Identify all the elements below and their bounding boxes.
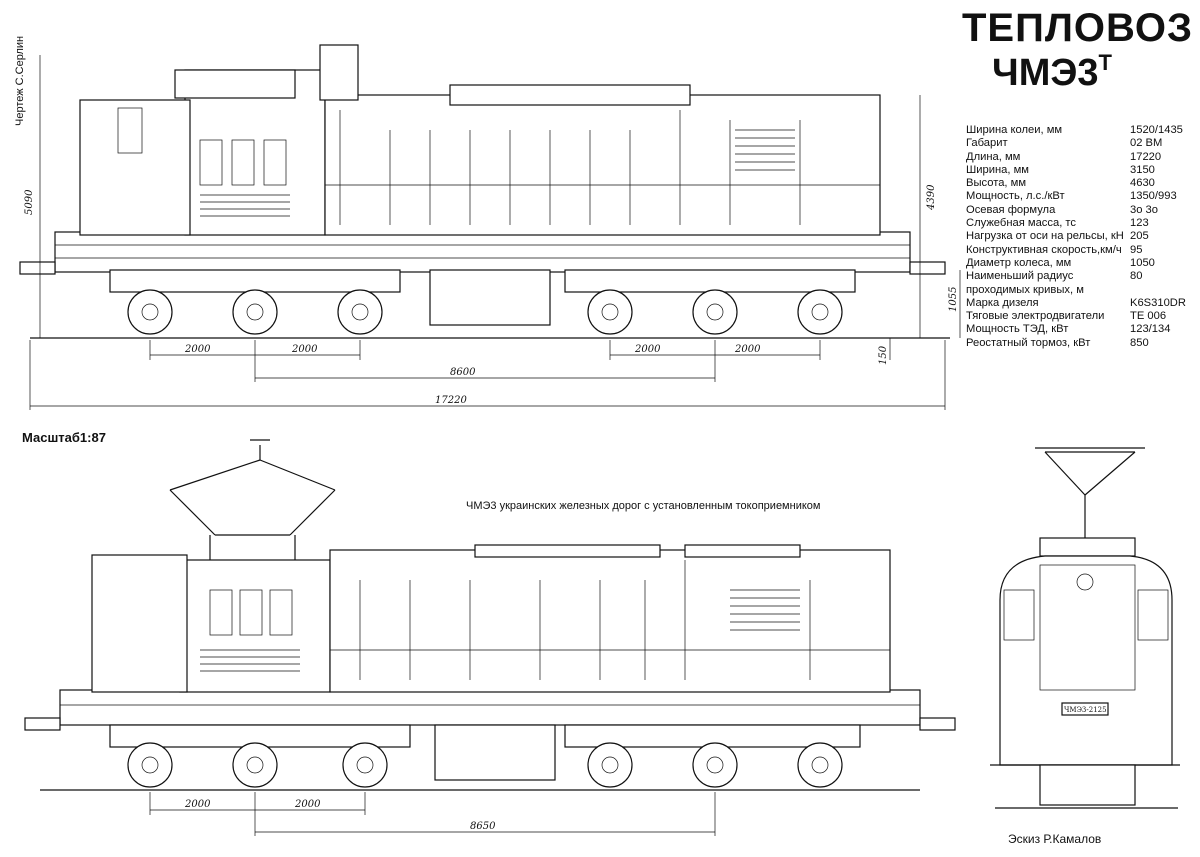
spec-label: Длина, мм: [966, 150, 1021, 163]
top-dim-length: 17220: [435, 395, 467, 406]
spec-row: Марка дизеля K6S310DR: [966, 297, 1196, 310]
spec-label: Нагрузка от оси на рельсы, кН: [966, 230, 1124, 243]
top-dim-3: 2000: [634, 344, 661, 355]
top-dim-base: 8600: [450, 367, 476, 378]
spec-value: 80: [1130, 270, 1143, 283]
bottom-dim-2: 2000: [294, 799, 321, 810]
spec-row: Мощность, л.с./кВт 1350/993: [966, 190, 1196, 203]
spec-label: Наименьший радиус проходимых кривых, м: [966, 270, 1084, 296]
title-model: ЧМЭ3: [992, 52, 1099, 94]
spec-row: Нагрузка от оси на рельсы, кН 205: [966, 230, 1196, 243]
front-plate: ЧМЭ3-2125: [1064, 706, 1107, 714]
spec-value: 1050: [1130, 256, 1155, 269]
spec-value: 4630: [1130, 177, 1155, 190]
spec-value: 123/134: [1130, 323, 1171, 336]
spec-value: 17220: [1130, 150, 1162, 163]
bottom-dim-1: 2000: [184, 799, 211, 810]
spec-value: 3150: [1130, 163, 1155, 176]
spec-row: Ширина колеи, мм 1520/1435: [966, 124, 1196, 137]
spec-row: Длина, мм 17220: [966, 151, 1196, 164]
scale-label: Масштаб1:87: [22, 430, 106, 445]
spec-label: Тяговые электродвигатели: [966, 310, 1105, 323]
spec-label: Реостатный тормоз, кВт: [966, 336, 1091, 349]
spec-row: Диаметр колеса, мм 1050: [966, 257, 1196, 270]
spec-label: Высота, мм: [966, 177, 1027, 190]
spec-row: Тяговые электродвигатели TE 006: [966, 310, 1196, 323]
top-dim-4: 2000: [734, 344, 761, 355]
spec-label: Служебная масса, тс: [966, 217, 1077, 230]
spec-label: Диаметр колеса, мм: [966, 256, 1072, 269]
spec-value: 1520/1435: [1130, 124, 1183, 136]
top-dim-2: 2000: [291, 344, 318, 355]
spec-row: Осевая формула 3о 3о: [966, 204, 1196, 217]
spec-value: 95: [1130, 243, 1143, 256]
spec-value: K6S310DR: [1130, 296, 1186, 309]
title-line-2: ЧМЭ3Т: [992, 50, 1112, 95]
bottom-caption: ЧМЭ3 украинских железных дорог с установ…: [466, 500, 821, 512]
spec-label: Ширина, мм: [966, 163, 1029, 176]
spec-label: Марка дизеля: [966, 296, 1039, 309]
pantograph: [169, 439, 336, 560]
top-locomotive-side-view: 2000 2000 2000 2000 8600 17220 5090 4390…: [19, 44, 961, 410]
drawing-author-vertical: Чертеж С.Серлин: [14, 35, 26, 126]
spec-label: Ширина колеи, мм: [966, 124, 1063, 136]
top-dim-height-low: 150: [878, 345, 889, 365]
spec-label: Габарит: [966, 137, 1008, 150]
top-dim-height-body: 4390: [926, 184, 937, 211]
spec-row: Наименьший радиус проходимых кривых, м 80: [966, 270, 1196, 297]
sketch-author: Эскиз Р.Камалов: [1008, 832, 1102, 846]
bottom-dim-base: 8650: [470, 821, 496, 832]
spec-label: Мощность ТЭД, кВт: [966, 323, 1069, 336]
spec-row: Конструктивная скорость,км/ч 95: [966, 244, 1196, 257]
spec-value: 02 ВМ: [1130, 137, 1163, 150]
spec-row: Ширина, мм 3150: [966, 164, 1196, 177]
spec-label: Осевая формула: [966, 203, 1056, 216]
top-dim-height-total: 5090: [24, 189, 35, 215]
spec-row: Габарит 02 ВМ: [966, 137, 1196, 150]
spec-label: Конструктивная скорость,км/ч: [966, 243, 1122, 256]
title-line-1: ТЕПЛОВОЗ: [962, 6, 1194, 50]
spec-row: Мощность ТЭД, кВт 123/134: [966, 323, 1196, 336]
top-dim-1: 2000: [184, 344, 211, 355]
spec-value: 850: [1130, 336, 1149, 349]
spec-value: 3о 3о: [1130, 203, 1158, 216]
top-dim-height-bottom: 1055: [948, 287, 959, 312]
title-superscript: Т: [1098, 50, 1112, 75]
spec-label: Мощность, л.с./кВт: [966, 190, 1065, 203]
spec-value: TE 006: [1130, 310, 1167, 323]
spec-value: 1350/993: [1130, 190, 1177, 203]
spec-value: 123: [1130, 217, 1149, 230]
spec-value: 205: [1130, 230, 1149, 243]
front-view: ЧМЭ3-2125: [990, 447, 1180, 809]
spec-row: Служебная масса, тс 123: [966, 217, 1196, 230]
spec-row: Высота, мм 4630: [966, 177, 1196, 190]
spec-row: Реостатный тормоз, кВт 850: [966, 337, 1196, 350]
